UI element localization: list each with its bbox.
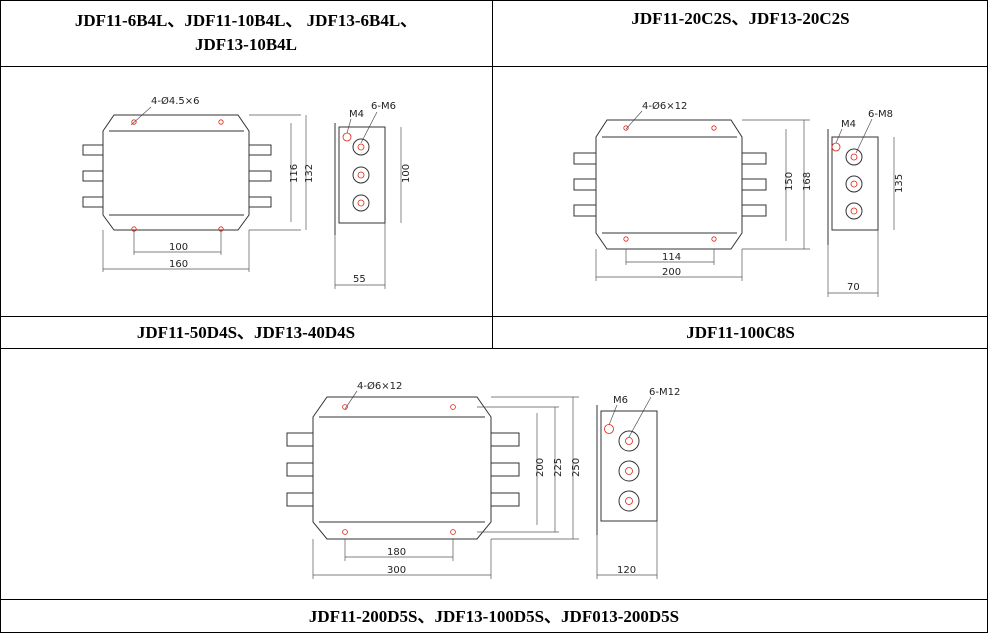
caption-cell-5: JDF11-200D5S、JDF13-100D5S、JDF013-200D5S: [0, 600, 988, 633]
header-cell-2: JDF11-20C2S、JDF13-20C2S: [493, 0, 988, 38]
dim-w-inner: 180: [387, 547, 406, 558]
front-view: 4-Ø6×12 200 225 250 180: [286, 380, 582, 579]
studs-label: 6-M6: [371, 101, 396, 112]
terminal-label: M4: [841, 119, 856, 130]
drawing-filter-medium: 4-Ø6×12 150 168 114 200: [573, 100, 905, 297]
caption-title-4: JDF11-100C8S: [686, 322, 795, 342]
dim-h-outer: 132: [304, 164, 315, 183]
drawing-filter-large: 4-Ø6×12 200 225 250 180: [286, 380, 680, 579]
dim-side-w: 55: [353, 274, 366, 285]
holes-label: 4-Ø4.5×6: [151, 95, 200, 107]
dim-h-inner: 150: [784, 172, 795, 191]
caption-cell-4: JDF11-100C8S: [493, 317, 988, 348]
caption-title-3: JDF11-50D4S、JDF13-40D4S: [136, 322, 356, 342]
studs-label: 6-M12: [649, 387, 680, 398]
side-view: M4 6-M8 135 70: [827, 109, 905, 297]
dim-side-w: 120: [617, 565, 636, 576]
stud-column: [352, 138, 370, 212]
dim-w-outer: 160: [169, 259, 188, 270]
dim-side-h: 100: [401, 164, 412, 183]
front-view: 4-Ø4.5×6 116 132 100 160: [82, 95, 315, 272]
header-title-1: JDF11-6B4L、JDF11-10B4L、 JDF13-6B4L、: [74, 11, 418, 30]
dim-w-outer: 200: [662, 267, 681, 278]
front-view: 4-Ø6×12 150 168 114 200: [573, 100, 813, 281]
dim-side-h: 135: [894, 174, 905, 193]
terminal-label: M4: [349, 109, 364, 120]
dim-w-inner: 100: [169, 242, 188, 253]
holes-label: 4-Ø6×12: [642, 100, 687, 112]
caption-title-5: JDF11-200D5S、JDF13-100D5S、JDF013-200D5S: [308, 606, 680, 626]
dim-side-w: 70: [847, 282, 860, 293]
drawing-filter-small: 4-Ø4.5×6 116 132 100 160: [82, 95, 412, 289]
stud-column: [845, 148, 863, 220]
header-title-1b: JDF13-10B4L: [195, 35, 297, 54]
header-title-2: JDF11-20C2S、JDF13-20C2S: [631, 9, 850, 28]
side-view: M6 6-M12 120: [596, 387, 680, 579]
dim-h-outer: 168: [802, 172, 813, 191]
dim-h-inner: 116: [289, 164, 300, 183]
stud-column: [618, 430, 640, 512]
dim-w-inner: 114: [662, 252, 681, 263]
holes-label: 4-Ø6×12: [357, 380, 402, 392]
dim-h-outer-2: 250: [571, 458, 582, 477]
dim-h-inner: 200: [535, 458, 546, 477]
dim-h-outer: 225: [553, 458, 564, 477]
studs-label: 6-M8: [868, 109, 893, 120]
side-view: M4 6-M6 100 55: [334, 101, 412, 289]
caption-cell-3: JDF11-50D4S、JDF13-40D4S: [0, 317, 492, 348]
dim-w-outer: 300: [387, 565, 406, 576]
terminal-label: M6: [613, 395, 628, 406]
header-cell-1: JDF11-6B4L、JDF11-10B4L、 JDF13-6B4L、 JDF1…: [0, 0, 492, 66]
